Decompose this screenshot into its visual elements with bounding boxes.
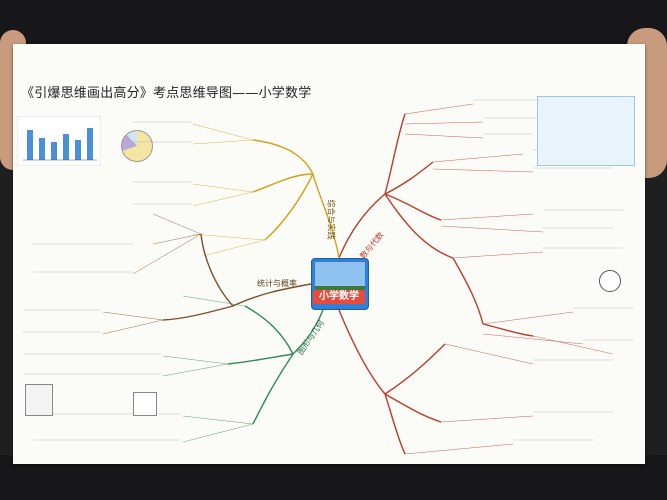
mind-map-poster: 《引爆思维画出高分》考点思维导图——小学数学	[13, 44, 645, 464]
branch-label-integrated-practice: 综合与实践	[326, 199, 336, 240]
poster-title: 《引爆思维画出高分》考点思维导图——小学数学	[21, 86, 312, 101]
branch-statistics-lines	[162, 233, 312, 321]
center-card-sky	[315, 262, 365, 288]
cube-diagram	[133, 392, 157, 416]
center-card	[311, 258, 369, 310]
mind-map-branches	[23, 99, 633, 455]
branch-number-algebra-lines	[338, 113, 534, 455]
branch-label-statistics: 统计与概率	[257, 279, 297, 288]
illustration-box-top-right	[537, 96, 635, 166]
branch-integrated-practice-lines	[252, 139, 340, 259]
mini-pie-chart-illustration	[121, 130, 153, 162]
center-title: 小学数学	[313, 290, 365, 304]
mini-bar-chart-illustration	[17, 116, 101, 166]
pagoda-illustration	[25, 384, 53, 416]
center-card-ground	[315, 286, 365, 290]
background-shirt-top	[0, 0, 667, 48]
branch-geometry-lines	[227, 305, 324, 425]
clock-illustration	[599, 270, 621, 292]
